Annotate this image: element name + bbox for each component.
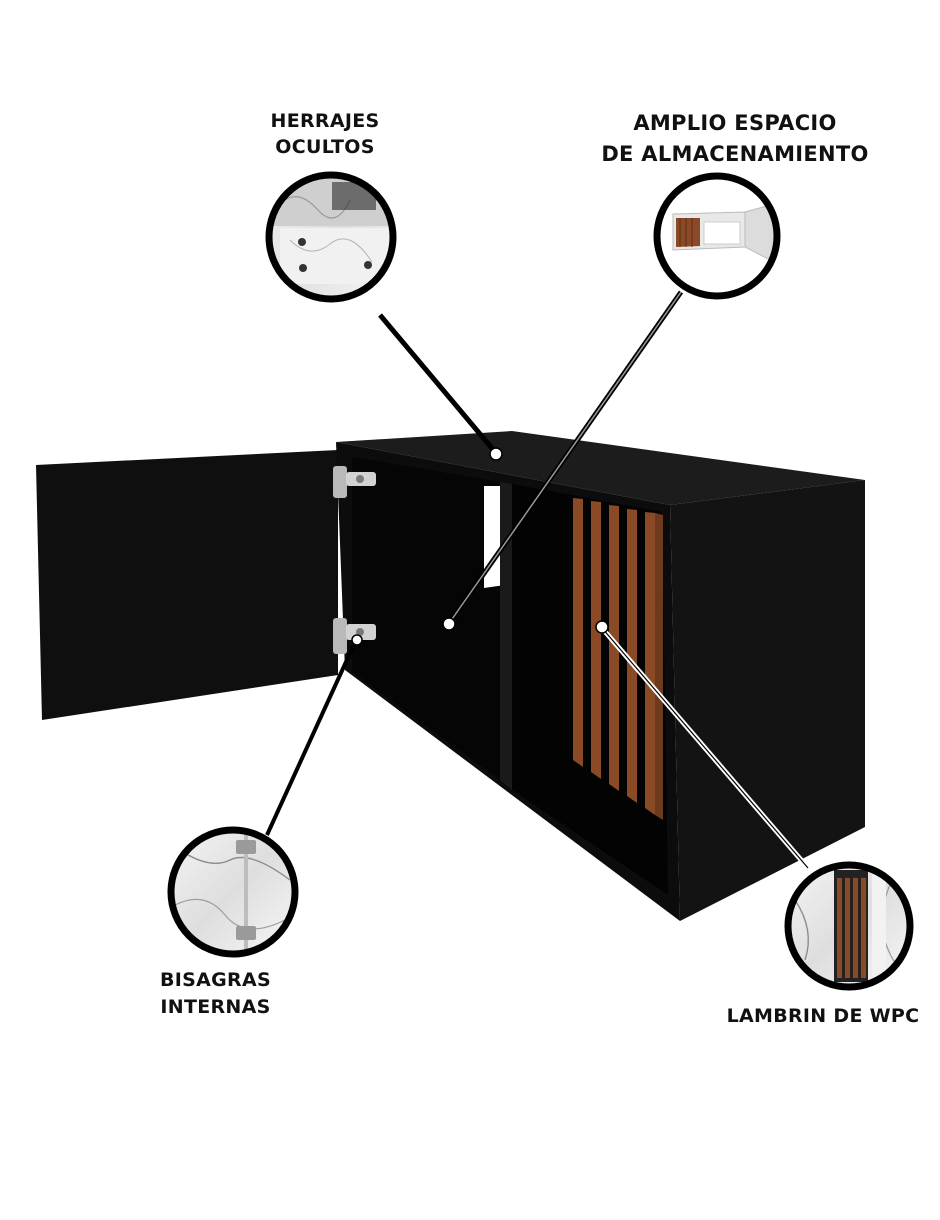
open-door: [36, 450, 338, 720]
left-compartment: [352, 457, 500, 780]
label-herrajes-line1: HERRAJES: [270, 110, 380, 132]
callout-bisagras-internas: [167, 826, 299, 958]
cabinet-top: [336, 431, 865, 505]
label-lambrin-line1: LAMBRIN DE WPC: [726, 1005, 920, 1027]
label-amplio-line1: AMPLIO ESPACIO: [633, 111, 837, 135]
tv-stand-cabinet: [36, 431, 865, 921]
leader-lines: [265, 290, 810, 870]
wpc-wood-slats: [573, 498, 663, 820]
center-divider: [500, 482, 512, 790]
label-lambrin-wpc: LAMBRIN DE WPC: [718, 1003, 928, 1029]
label-herrajes-line2: OCULTOS: [275, 136, 375, 158]
label-bisagras-line2: INTERNAS: [160, 996, 271, 1018]
right-compartment: [512, 484, 668, 895]
label-bisagras-internas: BISAGRAS INTERNAS: [148, 967, 283, 1021]
label-herrajes-ocultos: HERRAJES OCULTOS: [255, 108, 395, 160]
callout-lambrin-wpc: [784, 861, 914, 991]
cabinet-side-panel: [670, 480, 865, 921]
callout-amplio-espacio: [653, 172, 781, 300]
label-bisagras-line1: BISAGRAS: [160, 969, 271, 991]
label-amplio-espacio: AMPLIO ESPACIO DE ALMACENAMIENTO: [585, 108, 885, 170]
label-amplio-line2: DE ALMACENAMIENTO: [601, 142, 869, 166]
hinge-top: [333, 466, 376, 498]
callout-herrajes-ocultos: [265, 171, 397, 303]
